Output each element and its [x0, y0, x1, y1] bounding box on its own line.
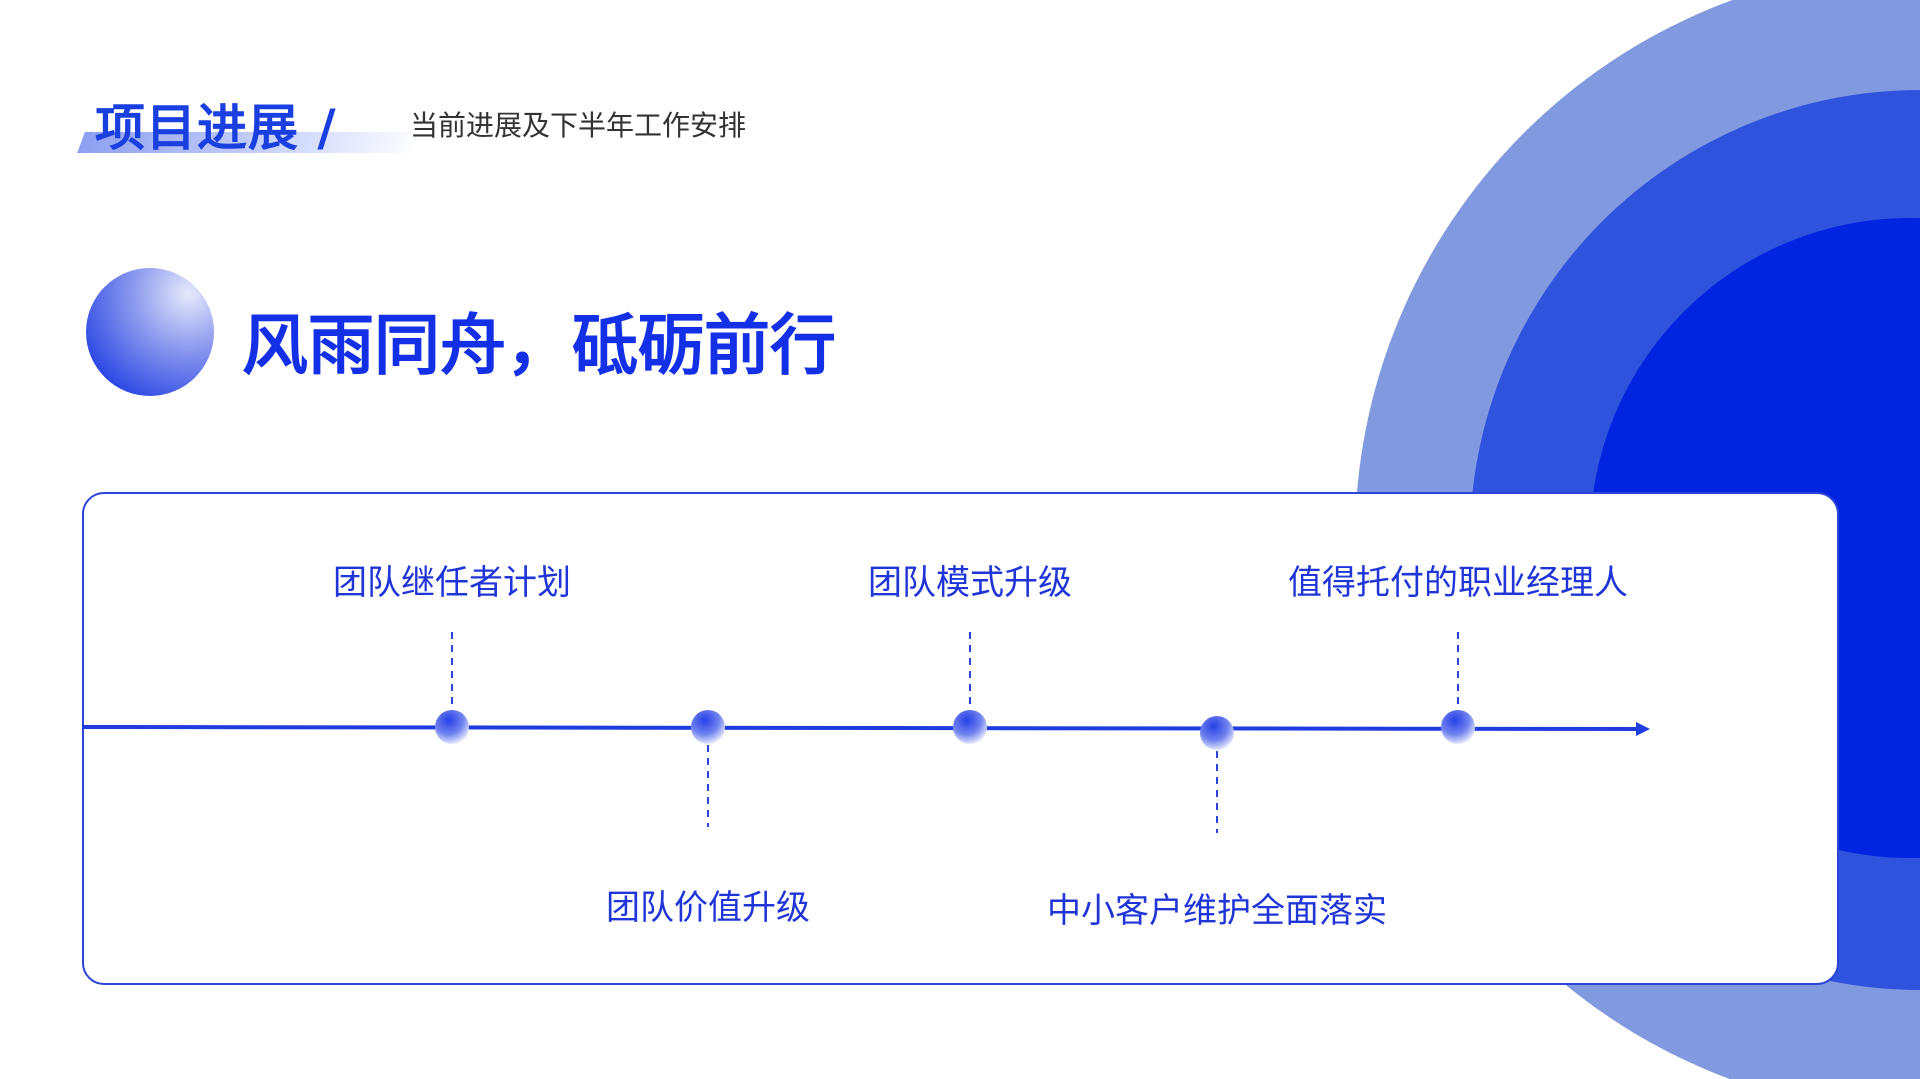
- section-subtitle: 当前进展及下半年工作安排: [410, 109, 747, 142]
- timeline-dot: [691, 710, 725, 744]
- timeline-dot: [1200, 716, 1234, 750]
- timeline-label: 团队价值升级: [606, 888, 810, 928]
- section-title: 项目进展 /: [95, 99, 337, 157]
- timeline-label: 中小客户维护全面落实: [1047, 891, 1387, 931]
- timeline-axis: [81, 725, 1641, 731]
- decor-sphere: [86, 268, 214, 396]
- timeline-label: 值得托付的职业经理人: [1288, 563, 1628, 603]
- timeline-label: 团队继任者计划: [333, 563, 571, 603]
- headline: 风雨同舟，砥砺前行: [242, 307, 836, 384]
- timeline-label: 团队模式升级: [868, 563, 1072, 603]
- timeline-dot: [1441, 710, 1475, 744]
- timeline-arrow-icon: [1636, 722, 1650, 736]
- timeline-dot: [435, 710, 469, 744]
- timeline-dot: [953, 710, 987, 744]
